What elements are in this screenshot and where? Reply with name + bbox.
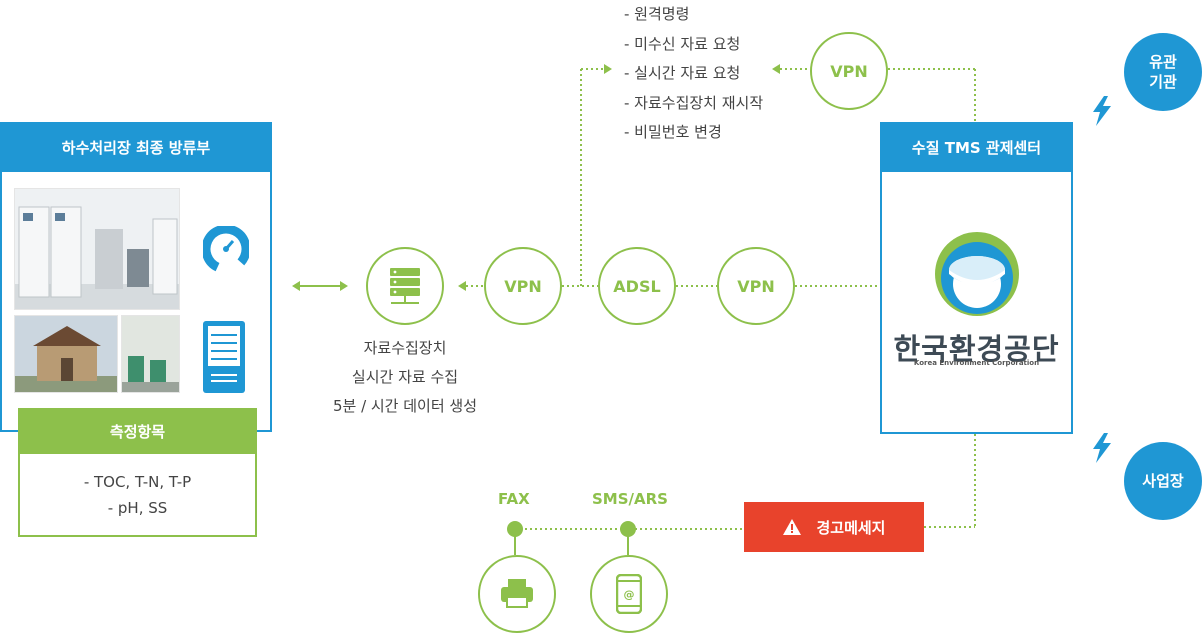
- business-site-node: 사업장: [1124, 442, 1202, 520]
- collector-line: 자료수집장치: [363, 339, 447, 357]
- sms-node: @: [590, 555, 668, 633]
- remote-commands-list: - 원격명령 - 미수신 자료 요청 - 실시간 자료 요청 - 자료수집장치 …: [624, 0, 763, 148]
- svg-text:@: @: [624, 588, 635, 601]
- measure-item: - pH, SS: [107, 498, 168, 517]
- lightning-icon-upper: [1093, 96, 1111, 126]
- warning-message-box: 경고메세지: [744, 502, 924, 552]
- fax-label: FAX: [498, 490, 530, 508]
- measure-items: - TOC, T-N, T-P - pH, SS: [18, 454, 257, 537]
- analyzer-device-icon: [203, 321, 245, 393]
- measure-title: 측정항목: [18, 408, 257, 454]
- lightning-icon-lower: [1093, 433, 1111, 463]
- collector-line: 실시간 자료 수집: [351, 368, 459, 386]
- vpn-node-2: VPN: [717, 247, 795, 325]
- equipment-room-photo: [14, 188, 180, 310]
- discharge-panel-title: 하수처리장 최종 방류부: [0, 122, 272, 172]
- keco-logo-subtitle: Korea Environment Corporation: [913, 359, 1040, 367]
- vpn-node-1: VPN: [484, 247, 562, 325]
- mobile-phone-icon: @: [616, 574, 642, 614]
- fax-dot: [507, 521, 523, 537]
- server-icon: [390, 268, 420, 304]
- command-item: - 비밀번호 변경: [624, 123, 722, 141]
- command-item: - 실시간 자료 요청: [624, 64, 741, 82]
- keco-logo-icon: [933, 230, 1021, 318]
- keco-logo-name: 한국환경공단: [893, 332, 1060, 366]
- agency-line: 기관: [1149, 73, 1177, 91]
- adsl-node: ADSL: [598, 247, 676, 325]
- command-item: - 자료수집장치 재시작: [624, 93, 764, 112]
- collector-line: 5분 / 시간 데이터 생성: [332, 397, 478, 415]
- station-building-photo: [14, 315, 118, 393]
- gauge-icon: [201, 224, 251, 274]
- command-item: - 원격명령: [624, 5, 690, 23]
- collector-description: 자료수집장치 실시간 자료 수집 5분 / 시간 데이터 생성: [320, 334, 490, 421]
- related-agency-node: 유관 기관: [1124, 33, 1202, 111]
- control-center-title: 수질 TMS 관제센터: [880, 122, 1073, 172]
- sms-dot: [620, 521, 636, 537]
- vpn-node-3: VPN: [810, 32, 888, 110]
- pump-equipment-photo: [121, 315, 180, 393]
- data-collector-node: [366, 247, 444, 325]
- warning-label: 경고메세지: [816, 518, 886, 537]
- warning-icon: [783, 519, 802, 535]
- fax-icon: [501, 579, 533, 608]
- measure-item: - TOC, T-N, T-P: [83, 472, 192, 491]
- command-item: - 미수신 자료 요청: [624, 34, 741, 53]
- agency-line: 유관: [1149, 53, 1177, 71]
- sms-ars-label: SMS/ARS: [592, 490, 668, 508]
- fax-node: [478, 555, 556, 633]
